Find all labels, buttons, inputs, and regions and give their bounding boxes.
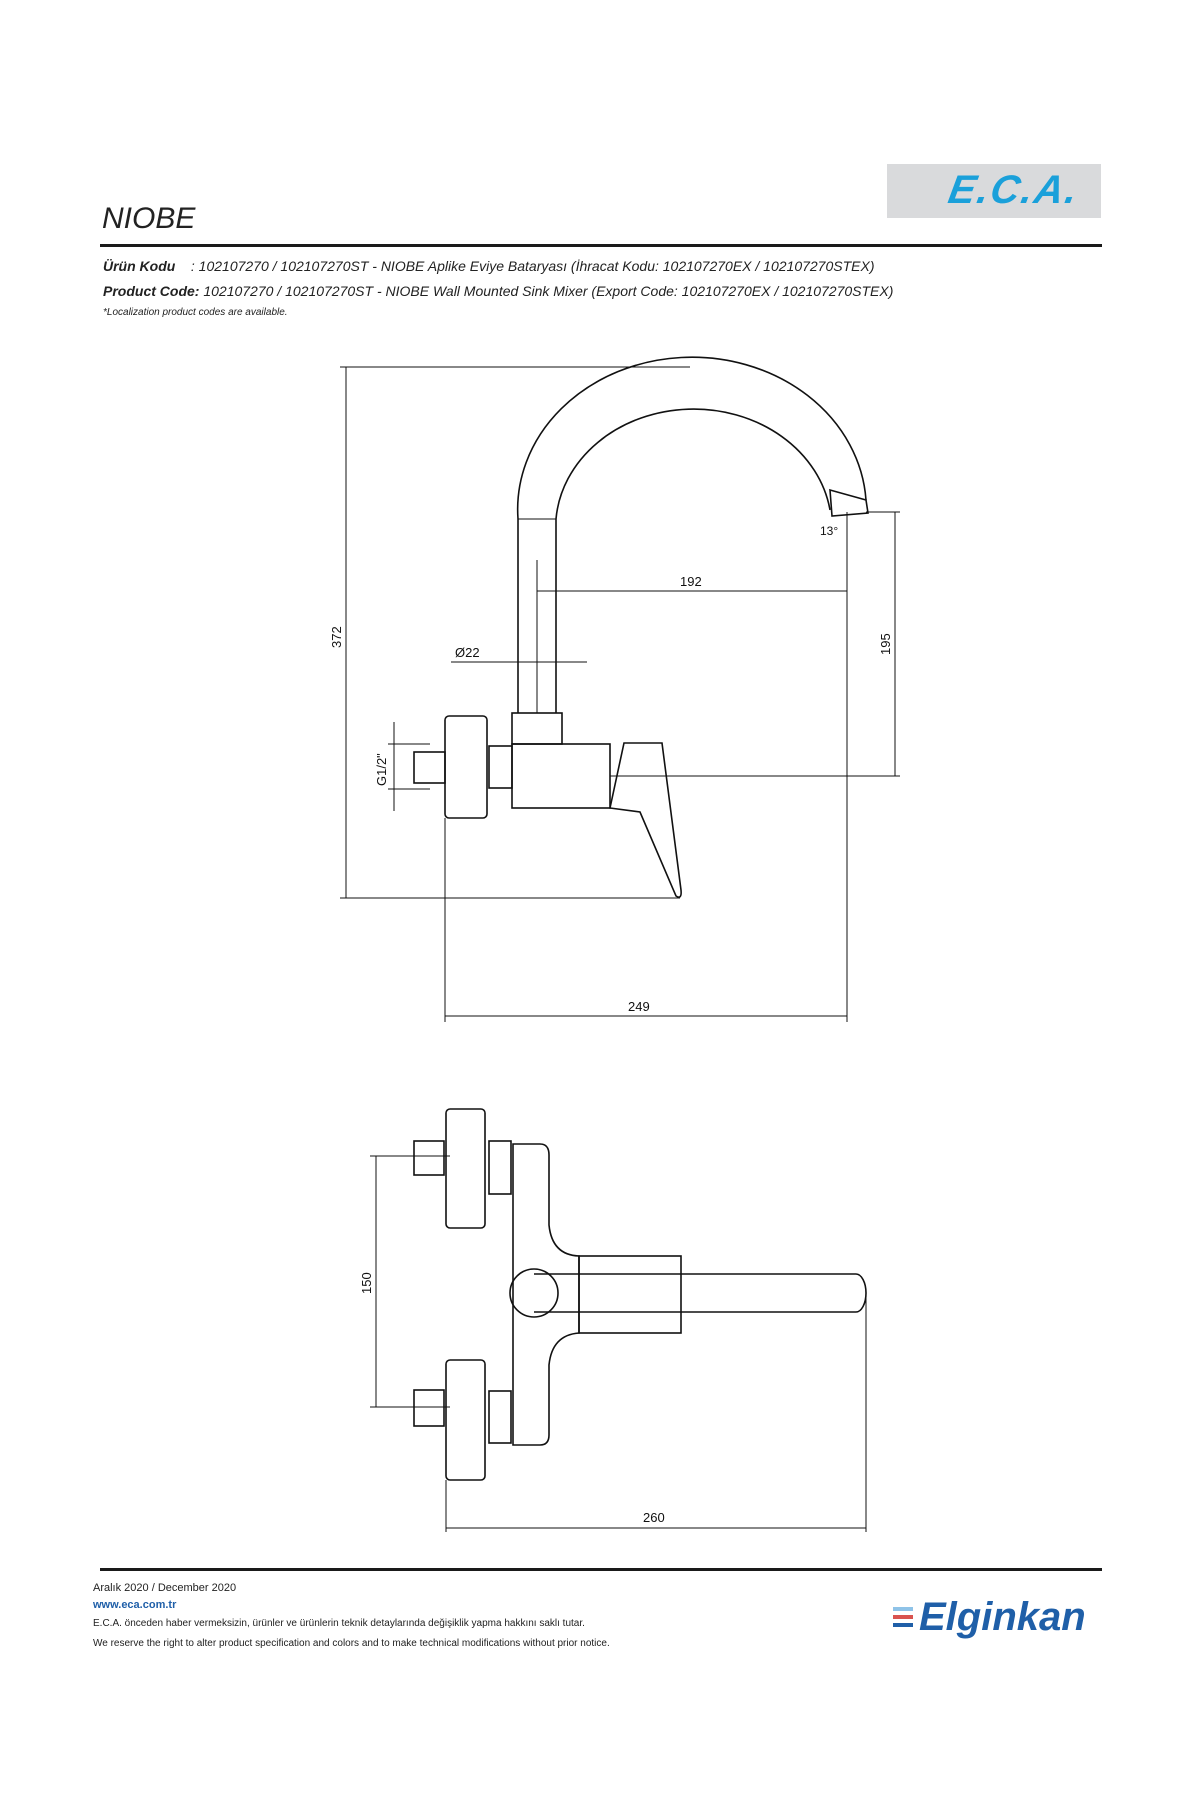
footer-date: Aralık 2020 / December 2020: [93, 1582, 237, 1594]
dim-inlet-spacing: 150: [359, 1272, 374, 1294]
product-title: NIOBE: [102, 202, 196, 235]
localization-note: *Localization product codes are availabl…: [103, 307, 288, 318]
footer-disclaimer-en: We reserve the right to alter product sp…: [93, 1638, 610, 1649]
lever-hub: [509, 1268, 559, 1318]
eca-logo: E.C.A.: [887, 164, 1101, 218]
dim-width: 260: [643, 1510, 665, 1525]
plan-dimension-lines: [370, 1155, 867, 1532]
nut-bottom-left: [413, 1389, 445, 1427]
elginkan-logo-mark: [893, 1607, 913, 1627]
product-code-tr-label: Ürün Kodu: [103, 258, 176, 274]
footer-url[interactable]: www.eca.com.tr: [93, 1599, 177, 1611]
dim-height: 372: [329, 626, 344, 648]
spout-inner: [555, 408, 831, 713]
lever-collar: [578, 1255, 682, 1334]
product-code-tr: Ürün Kodu : 102107270 / 102107270ST - NI…: [103, 258, 874, 274]
dim-spout-height: 195: [878, 633, 893, 655]
footer-disclaimer-tr: E.C.A. önceden haber vermeksizin, ürünle…: [93, 1618, 585, 1629]
nut-bottom-right: [488, 1390, 512, 1444]
product-code-en: Product Code: 102107270 / 102107270ST - …: [103, 283, 893, 299]
nut-top-right: [488, 1140, 512, 1195]
dim-inlet-thread: G1/2": [374, 753, 389, 786]
body-nut: [488, 745, 513, 789]
dimension-lines: [340, 366, 900, 1022]
spout-nozzle: [829, 488, 869, 517]
product-code-en-label: Product Code:: [103, 283, 200, 299]
flange: [444, 715, 488, 819]
body-plate: [512, 1143, 580, 1446]
body: [511, 743, 611, 809]
header-divider: [100, 244, 1102, 247]
elginkan-logo-text: Elginkan: [919, 1594, 1086, 1639]
product-code-tr-value: : 102107270 / 102107270ST - NIOBE Aplike…: [190, 258, 875, 274]
spout-outer: [516, 356, 867, 713]
inlet-nut: [413, 751, 446, 784]
nut-top-left: [413, 1140, 445, 1176]
side-view: 372 192 195 13° Ø22 G1/2" 249: [329, 356, 900, 1022]
plan-view: 150 260: [359, 1108, 867, 1532]
flange-top: [445, 1108, 486, 1229]
dim-reach: 192: [680, 574, 702, 589]
elginkan-logo: Elginkan: [893, 1592, 1086, 1642]
lever: [609, 742, 682, 898]
collar: [511, 712, 563, 745]
product-code-en-value: 102107270 / 102107270ST - NIOBE Wall Mou…: [199, 283, 894, 299]
dim-depth: 249: [628, 999, 650, 1014]
dim-angle: 13°: [820, 524, 838, 538]
dim-pipe-diameter: Ø22: [455, 645, 480, 660]
lever-bar: [534, 1273, 867, 1313]
footer-divider: [100, 1568, 1102, 1571]
flange-bottom: [445, 1359, 486, 1481]
